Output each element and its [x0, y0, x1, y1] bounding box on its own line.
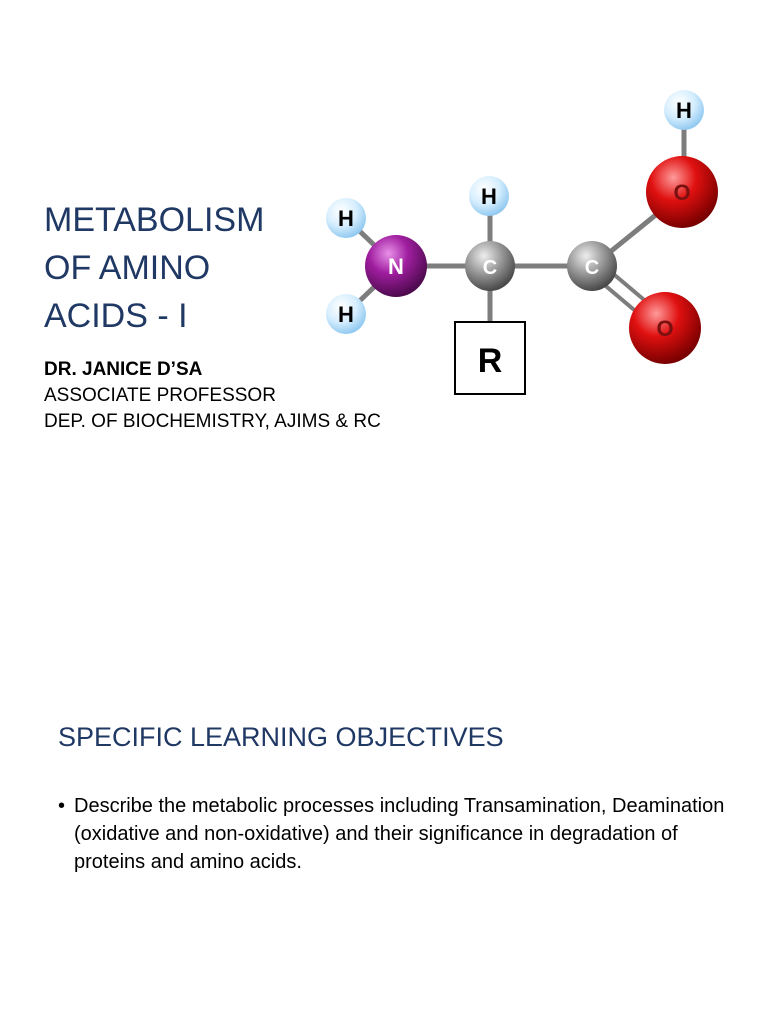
svg-text:H: H — [676, 98, 692, 123]
hydrogen-atom-amino-top: H — [326, 198, 366, 238]
svg-text:O: O — [673, 180, 690, 205]
objectives-slide: SPECIFIC LEARNING OBJECTIVES • Describe … — [0, 512, 768, 1024]
carbon-atom-alpha: C — [465, 241, 515, 291]
title-slide: METABOLISM OF AMINO ACIDS - I DR. JANICE… — [44, 90, 718, 435]
author-name: DR. JANICE D’SA — [44, 359, 203, 380]
title-line: ACIDS - I — [44, 297, 188, 335]
svg-text:O: O — [656, 316, 673, 341]
objectives-heading: SPECIFIC LEARNING OBJECTIVES — [58, 722, 504, 752]
author-department: DEP. OF BIOCHEMISTRY, AJIMS & RC — [44, 411, 381, 432]
svg-text:N: N — [388, 254, 404, 279]
bonds — [344, 112, 687, 332]
author-position: ASSOCIATE PROFESSOR — [44, 385, 276, 406]
hydrogen-atom-top-right: H — [664, 90, 704, 130]
bullet-icon: • — [58, 795, 66, 817]
hydrogen-atom-alpha: H — [469, 176, 509, 216]
list-item: • Describe the metabolic processes inclu… — [58, 792, 748, 876]
objectives-list: • Describe the metabolic processes inclu… — [58, 792, 748, 876]
author-block: DR. JANICE D’SA ASSOCIATE PROFESSOR DEP.… — [44, 357, 381, 435]
amino-acid-structure-diagram: H O H H N C C H — [326, 90, 718, 395]
svg-text:H: H — [338, 206, 354, 231]
title-line: METABOLISM — [44, 201, 265, 239]
svg-text:H: H — [481, 184, 497, 209]
slide-title: METABOLISM OF AMINO ACIDS - I — [44, 196, 294, 340]
svg-text:C: C — [483, 257, 497, 279]
oxygen-atom-carbonyl: O — [629, 292, 701, 364]
svg-text:R: R — [478, 342, 503, 380]
title-line: OF AMINO — [44, 249, 211, 287]
objective-text: Describe the metabolic processes includi… — [74, 795, 725, 873]
svg-text:H: H — [338, 302, 354, 327]
nitrogen-atom: N — [365, 235, 427, 297]
svg-text:C: C — [585, 257, 599, 279]
oxygen-atom-hydroxyl: O — [646, 156, 718, 228]
r-group-box: R — [454, 321, 526, 395]
hydrogen-atom-amino-bottom: H — [326, 294, 366, 334]
carbon-atom-carboxyl: C — [567, 241, 617, 291]
